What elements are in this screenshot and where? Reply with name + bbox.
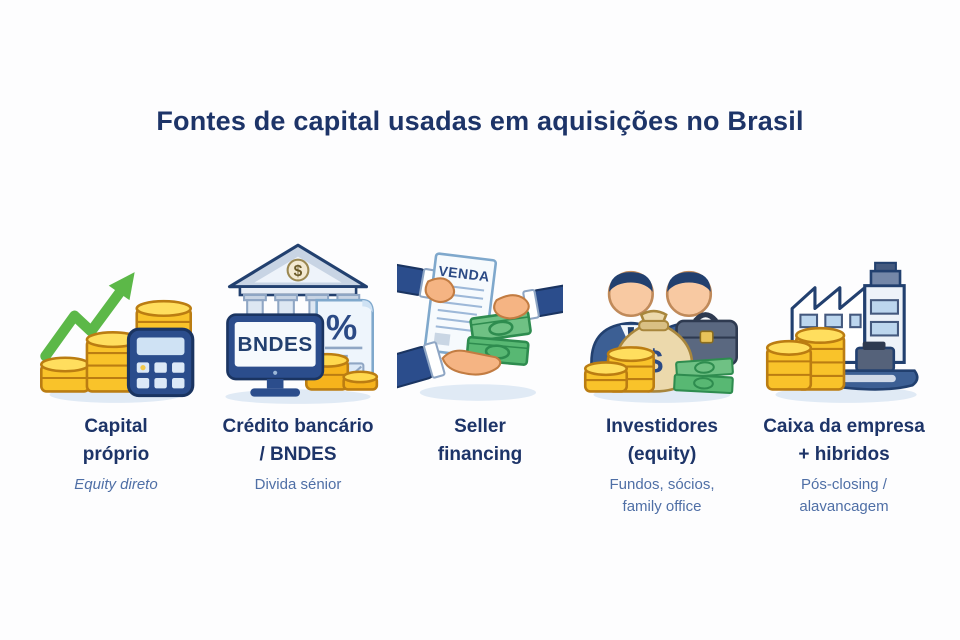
- column-subtitle: Equity direto: [74, 476, 158, 493]
- bndes-monitor-icon: BNDES: [226, 313, 325, 397]
- receiving-hand-icon: [441, 349, 502, 376]
- column-subtitle: Fundos, sócios, family office: [609, 476, 715, 515]
- buyer-hand-icon: [424, 277, 456, 304]
- receiving-sleeve-icon: [397, 341, 446, 391]
- column-caixa-empresa: Caixa da empresa + hibridos Pós-closing …: [754, 238, 934, 518]
- briefcase-icon: [675, 312, 738, 366]
- cash-stack-icon: [673, 357, 734, 395]
- sale-contract-cash-exchange-icon: VENDA: [397, 238, 563, 406]
- svg-text:BNDES: BNDES: [238, 333, 313, 356]
- column-title: Seller financing: [437, 416, 523, 465]
- column-credito-bancario: $: [208, 238, 388, 518]
- svg-text:VENDA: VENDA: [438, 263, 491, 285]
- seller-hand-icon: [493, 294, 530, 320]
- column-subtitle: Divida sénior: [254, 476, 342, 493]
- column-capital-proprio: Capital próprio Equity direto: [26, 238, 206, 518]
- factory-coins-truck-icon: [761, 238, 927, 406]
- calculator-icon: [126, 327, 195, 398]
- svg-text:$: $: [294, 263, 303, 280]
- page-title: Fontes de capital usadas em aquisições n…: [156, 106, 804, 136]
- coins-icon: [765, 326, 846, 391]
- column-investidores: $: [572, 238, 752, 518]
- svg-text:%: %: [326, 309, 357, 348]
- column-title: Investidores (equity): [606, 416, 718, 465]
- column-seller-financing: VENDA: [390, 238, 570, 518]
- column-title: Capital próprio: [82, 416, 150, 465]
- investors-moneybag-briefcase-icon: $: [579, 238, 745, 406]
- bank-bndes-monitor-icon: $: [215, 238, 381, 406]
- coins-growth-calculator-icon: [33, 238, 199, 406]
- columns-row: Capital próprio Equity direto $: [26, 238, 934, 518]
- column-title: Crédito bancário / BNDES: [222, 416, 374, 465]
- coins-icon: [583, 346, 655, 393]
- column-title: Caixa da empresa + hibridos: [763, 416, 925, 465]
- column-subtitle: Pós-closing / alavancagem: [799, 476, 889, 515]
